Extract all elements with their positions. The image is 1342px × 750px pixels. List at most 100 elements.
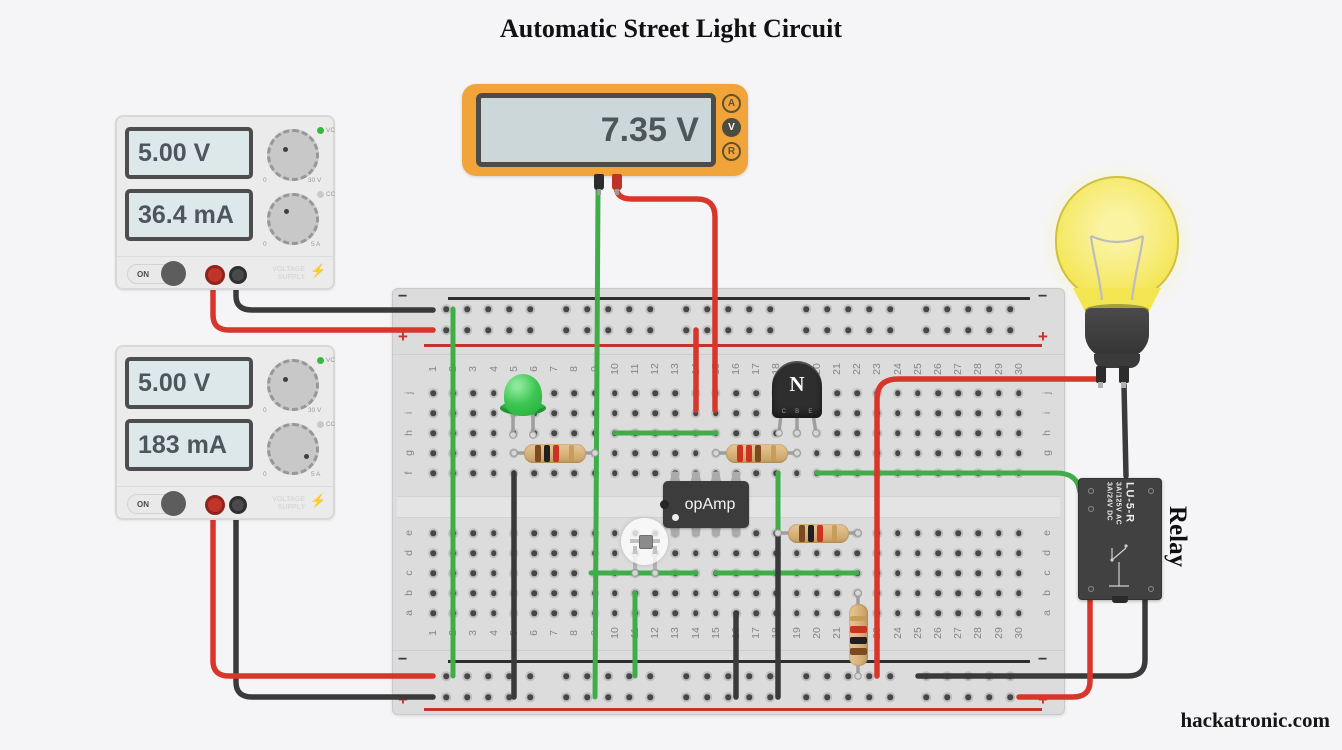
- ps1-current-knob[interactable]: [267, 193, 319, 245]
- breadboard-rail-hole[interactable]: [824, 673, 830, 679]
- breadboard-hole[interactable]: [490, 570, 497, 576]
- breadboard-hole[interactable]: [571, 610, 578, 616]
- breadboard-hole[interactable]: [995, 410, 1002, 416]
- breadboard-hole[interactable]: [490, 450, 497, 456]
- breadboard-hole[interactable]: [975, 410, 982, 416]
- breadboard-rail-hole[interactable]: [527, 306, 533, 312]
- breadboard-rail-hole[interactable]: [1007, 306, 1013, 312]
- green-led[interactable]: [504, 374, 542, 416]
- breadboard-hole[interactable]: [672, 390, 679, 396]
- breadboard-hole[interactable]: [490, 410, 497, 416]
- wire-green-to-relay[interactable]: [814, 470, 1083, 495]
- breadboard-hole[interactable]: [935, 450, 941, 456]
- photoresistor[interactable]: [621, 518, 668, 565]
- mode-button-volts[interactable]: V: [722, 118, 741, 137]
- breadboard-hole[interactable]: [531, 590, 537, 596]
- breadboard-hole[interactable]: [975, 530, 982, 536]
- breadboard-rail-hole[interactable]: [923, 306, 929, 312]
- breadboard-rail-hole[interactable]: [704, 673, 710, 679]
- breadboard-rail-hole[interactable]: [803, 673, 809, 679]
- breadboard-hole[interactable]: [490, 590, 497, 596]
- breadboard-hole[interactable]: [1016, 590, 1022, 596]
- breadboard-rail-hole[interactable]: [965, 327, 971, 333]
- power-supply-1[interactable]: 5.00 V 36.4 mA 0 30 V 0 5 A VC CC ON VOL…: [115, 115, 335, 290]
- breadboard-rail-hole[interactable]: [725, 694, 731, 700]
- breadboard-hole[interactable]: [430, 550, 436, 556]
- breadboard-hole[interactable]: [490, 470, 497, 476]
- breadboard-rail-hole[interactable]: [485, 673, 491, 679]
- breadboard-rail-hole[interactable]: [803, 694, 809, 700]
- breadboard-hole[interactable]: [692, 590, 699, 596]
- breadboard-rail-hole[interactable]: [767, 694, 773, 700]
- breadboard-hole[interactable]: [814, 610, 820, 616]
- breadboard-rail-hole[interactable]: [746, 694, 752, 700]
- breadboard-hole[interactable]: [753, 550, 759, 556]
- breadboard-hole[interactable]: [995, 450, 1002, 456]
- breadboard-rail-hole[interactable]: [887, 327, 893, 333]
- breadboard-hole[interactable]: [975, 550, 982, 556]
- multimeter[interactable]: 7.35 V A V R: [462, 84, 748, 176]
- breadboard-hole[interactable]: [975, 590, 982, 596]
- breadboard-rail-hole[interactable]: [887, 306, 893, 312]
- breadboard-rail-hole[interactable]: [746, 327, 752, 333]
- breadboard-hole[interactable]: [935, 590, 941, 596]
- breadboard-hole[interactable]: [571, 530, 578, 536]
- breadboard-rail-hole[interactable]: [824, 327, 830, 333]
- breadboard-rail-hole[interactable]: [803, 306, 809, 312]
- breadboard-hole[interactable]: [571, 550, 578, 556]
- breadboard-hole[interactable]: [652, 410, 658, 416]
- breadboard-rail-hole[interactable]: [824, 306, 830, 312]
- wire-black-relay-to-rail[interactable]: [915, 595, 1148, 679]
- breadboard-hole[interactable]: [692, 550, 699, 556]
- breadboard-rail-hole[interactable]: [683, 327, 689, 333]
- breadboard-hole[interactable]: [793, 470, 800, 476]
- breadboard-hole[interactable]: [995, 430, 1002, 436]
- breadboard-hole[interactable]: [612, 530, 618, 536]
- breadboard-hole[interactable]: [733, 410, 739, 416]
- breadboard-hole[interactable]: [551, 610, 557, 616]
- breadboard-rail-hole[interactable]: [506, 327, 512, 333]
- breadboard-hole[interactable]: [652, 390, 658, 396]
- breadboard-hole[interactable]: [834, 610, 840, 616]
- breadboard-rail-hole[interactable]: [887, 694, 893, 700]
- breadboard-hole[interactable]: [915, 570, 921, 576]
- breadboard-hole[interactable]: [632, 410, 638, 416]
- breadboard-hole[interactable]: [551, 430, 557, 436]
- breadboard-hole[interactable]: [551, 570, 557, 576]
- breadboard-rail-hole[interactable]: [506, 673, 512, 679]
- breadboard-hole[interactable]: [995, 530, 1002, 536]
- breadboard-rail-hole[interactable]: [584, 306, 590, 312]
- breadboard-rail-hole[interactable]: [887, 673, 893, 679]
- breadboard-hole[interactable]: [551, 470, 557, 476]
- breadboard-rail-hole[interactable]: [803, 327, 809, 333]
- breadboard-hole[interactable]: [915, 530, 921, 536]
- breadboard-rail-hole[interactable]: [923, 694, 929, 700]
- breadboard-rail-hole[interactable]: [584, 327, 590, 333]
- breadboard-hole[interactable]: [995, 590, 1002, 596]
- breadboard-hole[interactable]: [713, 610, 719, 616]
- ps2-current-knob[interactable]: [267, 423, 319, 475]
- breadboard-hole[interactable]: [955, 550, 961, 556]
- breadboard-hole[interactable]: [955, 530, 961, 536]
- breadboard-rail-hole[interactable]: [527, 327, 533, 333]
- breadboard-hole[interactable]: [753, 590, 759, 596]
- breadboard-rail-hole[interactable]: [605, 673, 611, 679]
- breadboard-hole[interactable]: [470, 470, 477, 476]
- breadboard-hole[interactable]: [1016, 610, 1022, 616]
- breadboard-hole[interactable]: [1016, 550, 1022, 556]
- breadboard-hole[interactable]: [834, 450, 840, 456]
- breadboard-hole[interactable]: [1016, 530, 1022, 536]
- breadboard-hole[interactable]: [652, 450, 658, 456]
- breadboard-hole[interactable]: [894, 550, 901, 556]
- breadboard-rail-hole[interactable]: [866, 327, 872, 333]
- breadboard-hole[interactable]: [834, 430, 840, 436]
- breadboard-hole[interactable]: [612, 390, 618, 396]
- breadboard-rail-hole[interactable]: [725, 327, 731, 333]
- breadboard-rail-hole[interactable]: [626, 694, 632, 700]
- breadboard-hole[interactable]: [470, 410, 477, 416]
- breadboard-rail-hole[interactable]: [563, 694, 569, 700]
- wire-black-bulb-to-relay[interactable]: [1121, 382, 1129, 479]
- breadboard-rail-hole[interactable]: [866, 694, 872, 700]
- breadboard-hole[interactable]: [672, 610, 679, 616]
- wire-red-ps1-to-rail[interactable]: [210, 273, 436, 333]
